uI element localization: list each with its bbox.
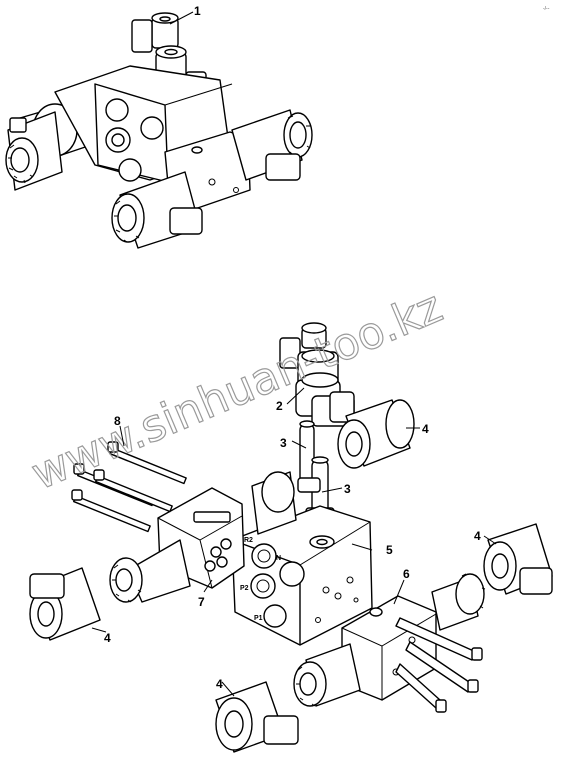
right-solenoid-tube (293, 573, 486, 707)
part-4-solenoid-coil-right (483, 523, 553, 595)
callout-4-upper: 4 (422, 422, 429, 436)
callout-labels: 1 2 3 3 4 4 4 4 5 6 7 8 (104, 4, 481, 691)
part-5-manifold-block: R2 P2 P1 N (231, 505, 373, 646)
callout-2: 2 (276, 399, 283, 413)
port-label-p2: P2 (240, 585, 249, 592)
callout-3-upper: 3 (280, 436, 287, 450)
port-label-r2: R2 (244, 537, 253, 544)
callout-4-bottom: 4 (216, 677, 223, 691)
callout-1: 1 (194, 4, 201, 18)
part-8-bolts-left (71, 441, 187, 533)
corner-mark: -/-- (543, 6, 550, 12)
part-4-solenoid-coil-upper (337, 399, 415, 469)
part-4-solenoid-coil-left (29, 567, 101, 641)
port-label-n: N (276, 555, 281, 562)
callout-6: 6 (403, 567, 410, 581)
port-label-p1: P1 (254, 615, 263, 622)
callout-8: 8 (114, 414, 121, 428)
bolts-right (395, 617, 483, 713)
assembled-valve-block (5, 12, 313, 249)
callout-4-left: 4 (104, 631, 111, 645)
watermark: www.sinhuan-too.kz (24, 281, 449, 500)
part-2-cartridge-valve (279, 322, 355, 427)
callout-leaders (91, 11, 497, 697)
left-solenoid-tube (109, 471, 297, 603)
exploded-valve-assembly: R2 P2 P1 N (29, 322, 553, 753)
callout-4-right: 4 (474, 529, 481, 543)
callout-5: 5 (386, 543, 393, 557)
part-6-adapter-plate (341, 595, 437, 701)
callout-7: 7 (198, 595, 205, 609)
callout-3-lower: 3 (344, 482, 351, 496)
part-4-solenoid-coil-bottom (215, 681, 299, 753)
